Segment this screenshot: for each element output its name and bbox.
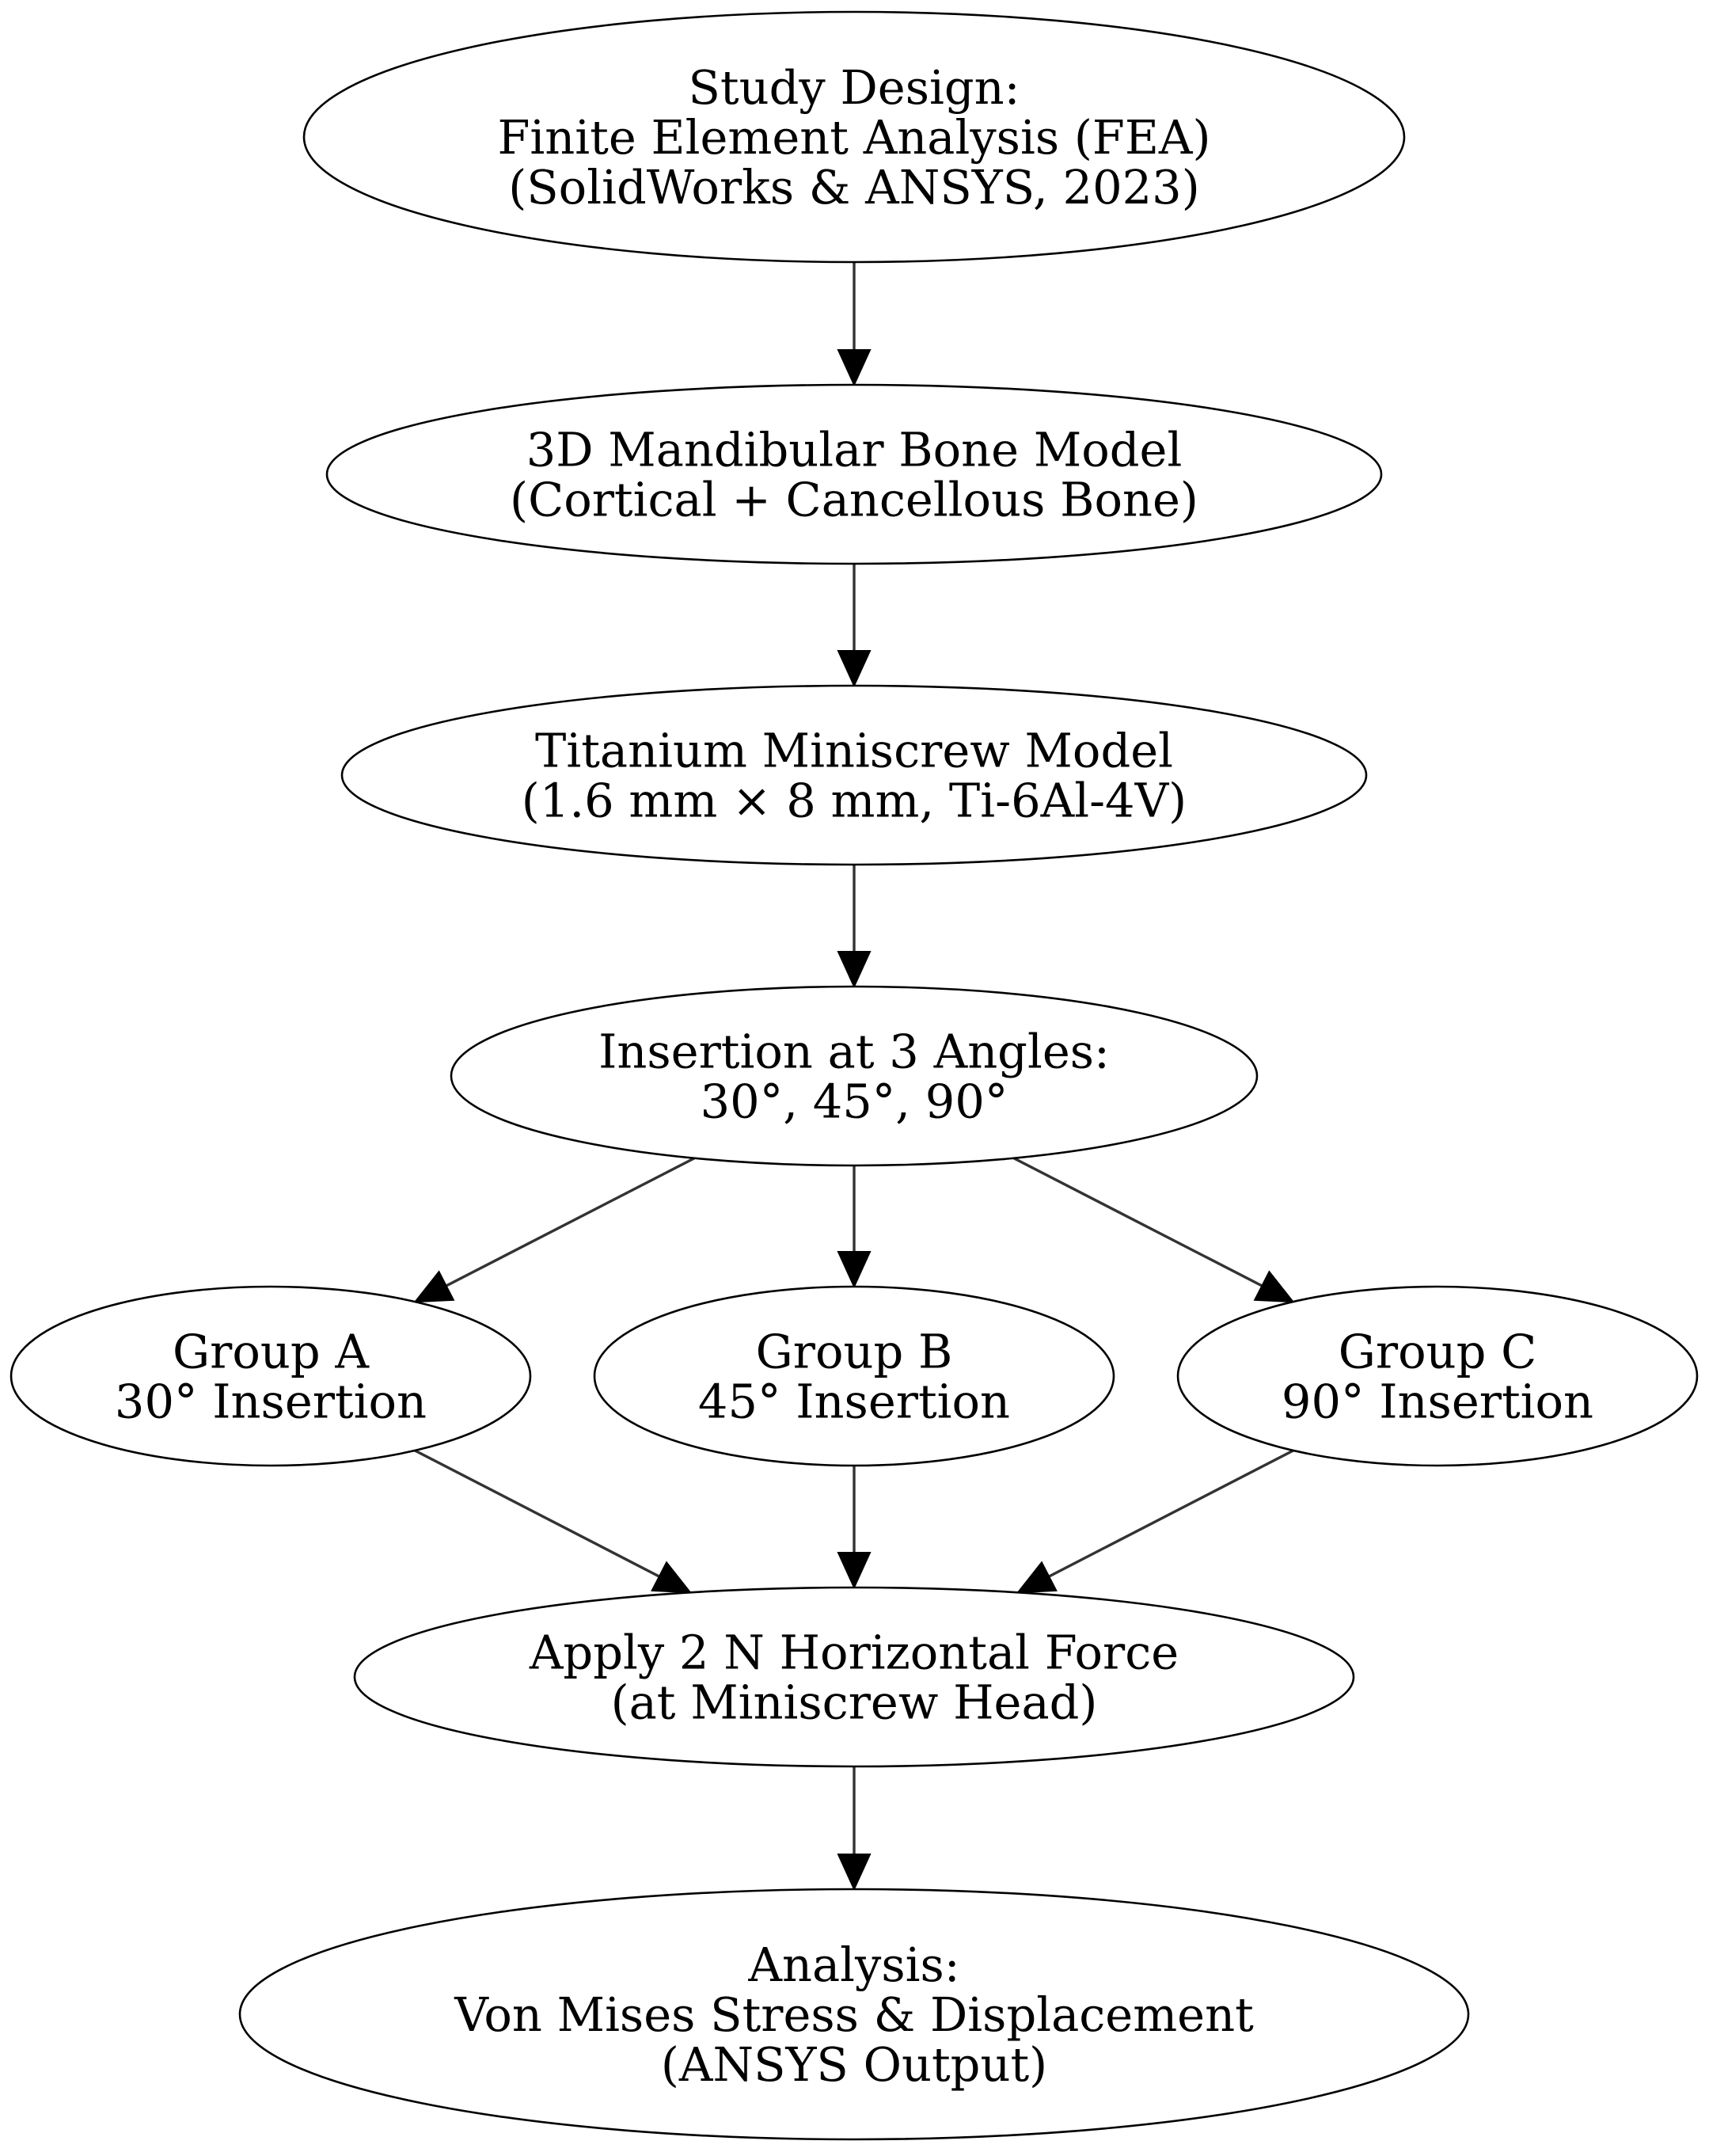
node-miniscrew-model: Titanium Miniscrew Model(1.6 mm × 8 mm, …	[340, 684, 1368, 866]
edge-line	[1048, 1449, 1294, 1578]
node-insertion-angles: Insertion at 3 Angles:30°, 45°, 90°	[450, 985, 1259, 1167]
node-study-design: Study Design:Finite Element Analysis (FE…	[302, 10, 1406, 264]
edge-apply-force-to-analysis	[837, 1766, 872, 1892]
arrowhead-icon	[1253, 1270, 1295, 1303]
node-label-line: 45° Insertion	[698, 1375, 1010, 1429]
node-label-line: (SolidWorks & ANSYS, 2023)	[508, 160, 1199, 215]
node-label-line: Group A	[173, 1325, 370, 1379]
edge-group-a-to-apply-force	[414, 1449, 693, 1594]
node-label-line: (1.6 mm × 8 mm, Ti-6Al-4V)	[522, 774, 1187, 828]
arrowhead-icon	[413, 1270, 455, 1303]
arrowhead-icon	[837, 349, 872, 387]
arrowhead-icon	[837, 1854, 872, 1892]
node-ellipse	[593, 1285, 1115, 1467]
node-group-a: Group A30° Insertion	[9, 1285, 532, 1467]
edge-line	[445, 1157, 696, 1287]
node-label-line: Insertion at 3 Angles:	[598, 1025, 1110, 1079]
node-label-line: 90° Insertion	[1282, 1375, 1593, 1429]
node-apply-force: Apply 2 N Horizontal Force(at Miniscrew …	[353, 1586, 1355, 1768]
edge-group-b-to-apply-force	[837, 1466, 872, 1590]
arrowhead-icon	[1016, 1561, 1058, 1594]
arrowhead-icon	[837, 1251, 872, 1289]
edge-miniscrew-model-to-insertion-angles	[837, 865, 872, 989]
edge-insertion-angles-to-group-b	[837, 1165, 872, 1289]
node-analysis: Analysis:Von Mises Stress & Displacement…	[238, 1888, 1470, 2141]
node-label-line: (at Miniscrew Head)	[611, 1675, 1098, 1730]
edge-line	[414, 1449, 660, 1578]
node-bone-model: 3D Mandibular Bone Model(Cortical + Canc…	[325, 383, 1383, 565]
arrowhead-icon	[651, 1561, 693, 1594]
node-label-line: (ANSYS Output)	[661, 2037, 1047, 2092]
node-label-line: Group B	[756, 1325, 953, 1379]
node-ellipse	[238, 1888, 1470, 2141]
edge-bone-model-to-miniscrew-model	[837, 564, 872, 688]
node-label-line: (Cortical + Cancellous Bone)	[510, 473, 1198, 527]
edges-layer	[413, 262, 1295, 1892]
edge-insertion-angles-to-group-c	[1012, 1157, 1295, 1303]
node-ellipse	[9, 1285, 532, 1467]
node-group-b: Group B45° Insertion	[593, 1285, 1115, 1467]
node-label-line: Study Design:	[689, 60, 1020, 115]
arrowhead-icon	[837, 650, 872, 688]
arrowhead-icon	[837, 1552, 872, 1590]
edge-insertion-angles-to-group-a	[413, 1157, 696, 1303]
edge-study-design-to-bone-model	[837, 262, 872, 387]
node-label-line: 30° Insertion	[115, 1375, 427, 1429]
node-ellipse	[302, 10, 1406, 264]
node-label-line: Titanium Miniscrew Model	[535, 724, 1173, 778]
node-ellipse	[353, 1586, 1355, 1768]
node-label-line: Apply 2 N Horizontal Force	[529, 1626, 1179, 1680]
edge-line	[1012, 1157, 1263, 1287]
arrowhead-icon	[837, 951, 872, 989]
node-label-line: 30°, 45°, 90°	[701, 1074, 1008, 1129]
node-label-line: Von Mises Stress & Displacement	[454, 1987, 1254, 2042]
node-label-line: Finite Element Analysis (FEA)	[497, 110, 1210, 165]
node-label-line: 3D Mandibular Bone Model	[526, 423, 1183, 477]
nodes-layer: Study Design:Finite Element Analysis (FE…	[9, 10, 1699, 2141]
node-label-line: Analysis:	[747, 1937, 959, 1992]
node-ellipse	[340, 684, 1368, 866]
edge-group-c-to-apply-force	[1016, 1449, 1294, 1594]
node-group-c: Group C90° Insertion	[1176, 1285, 1699, 1467]
node-ellipse	[1176, 1285, 1699, 1467]
node-ellipse	[325, 383, 1383, 565]
node-label-line: Group C	[1339, 1325, 1537, 1379]
node-ellipse	[450, 985, 1259, 1167]
